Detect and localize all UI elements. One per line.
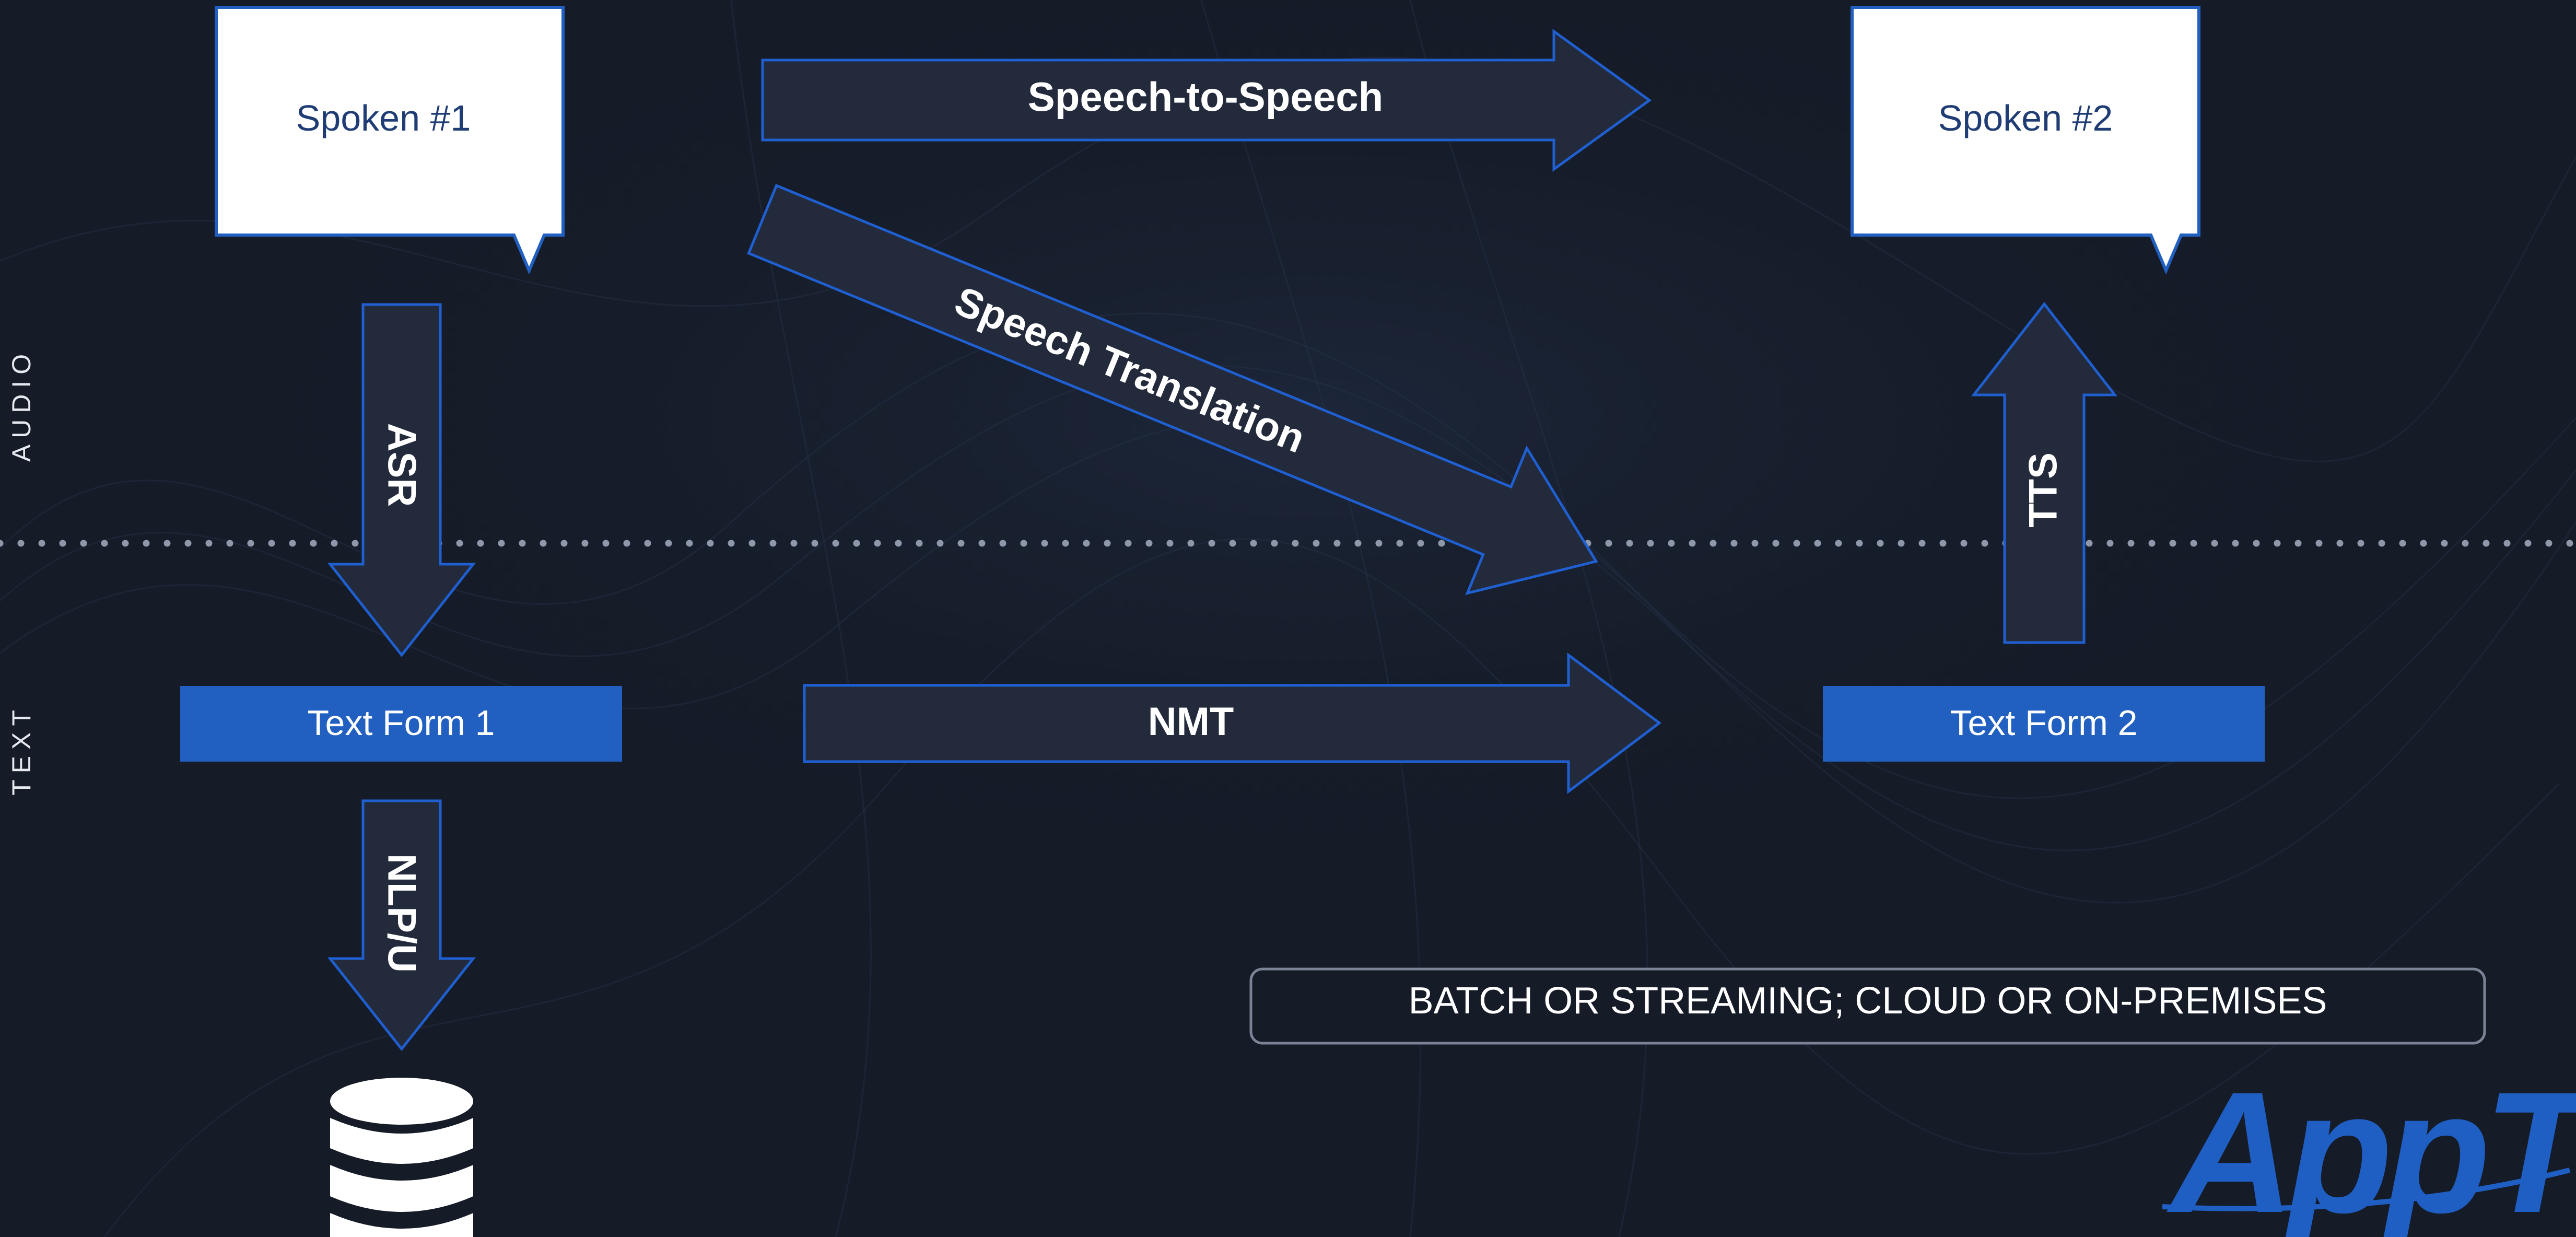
- deployment-note-text: BATCH OR STREAMING; CLOUD OR ON-PREMISES: [1409, 980, 2327, 1022]
- spoken-1-label: Spoken #1: [296, 98, 471, 138]
- nlpu-arrow: NLP/U: [327, 799, 476, 1052]
- audio-side-label: AUDIO: [7, 348, 36, 462]
- tts-label: TTS: [2021, 452, 2066, 528]
- text-form-1-box: Text Form 1: [180, 686, 622, 762]
- spoken-2-bubble: Spoken #2: [1851, 6, 2200, 275]
- text-side-label: TEXT: [7, 704, 36, 796]
- spoken-2-label: Spoken #2: [1938, 98, 2113, 138]
- text-form-2-box: Text Form 2: [1823, 686, 2265, 762]
- tts-arrow: TTS: [1971, 301, 2118, 644]
- text-form-2-label: Text Form 2: [1950, 703, 2138, 743]
- spoken-1-bubble: Spoken #1: [215, 6, 565, 275]
- speech-to-speech-label: Speech-to-Speech: [1028, 74, 1383, 120]
- nmt-label: NMT: [1148, 699, 1234, 744]
- asr-label: ASR: [380, 423, 424, 507]
- database-icon: [330, 1078, 473, 1237]
- speech-to-speech-arrow: Speech-to-Speech: [761, 29, 1652, 172]
- asr-arrow: ASR: [327, 303, 476, 658]
- text-form-1-label: Text Form 1: [308, 703, 495, 743]
- deployment-note: BATCH OR STREAMING; CLOUD OR ON-PREMISES: [1249, 967, 2486, 1045]
- nlpu-label: NLP/U: [380, 854, 424, 973]
- nmt-arrow: NMT: [803, 652, 1662, 795]
- apptek-logo: AppTek: [2162, 1056, 2576, 1237]
